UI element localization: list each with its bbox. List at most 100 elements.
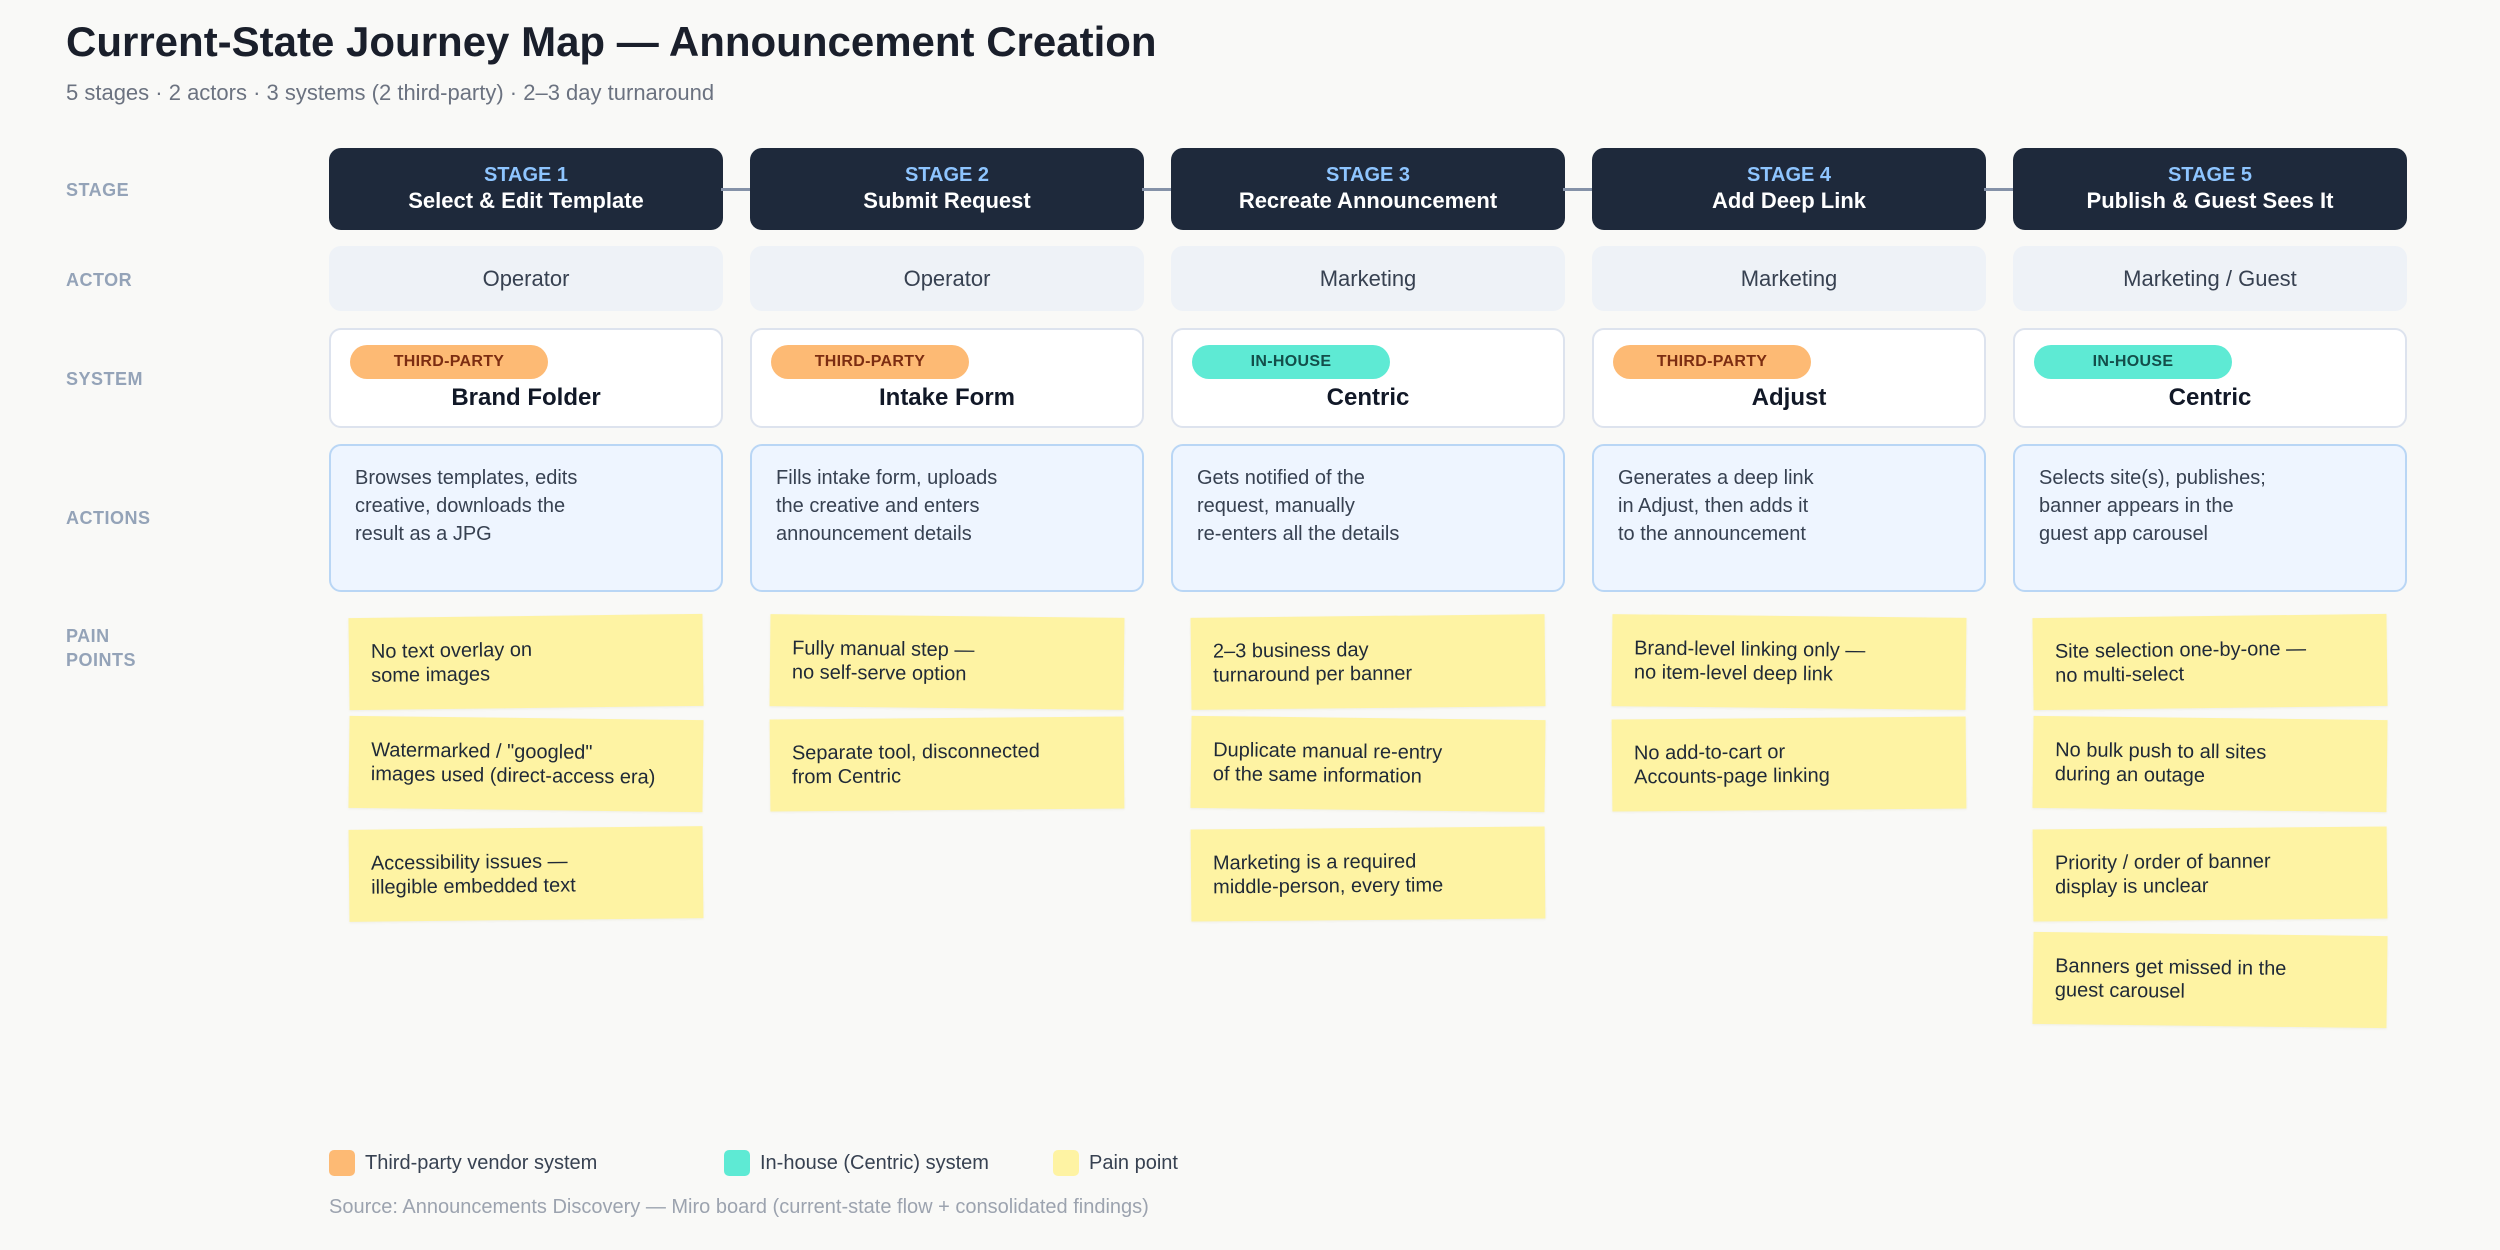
stage-4-name: Add Deep Link xyxy=(1711,188,1866,213)
pain-point-text-line: images used (direct-access era) xyxy=(370,763,656,789)
stage-2-number: STAGE 2 xyxy=(904,164,990,186)
stage-1-actions: Browses templates, edits creative, downlo… xyxy=(329,444,723,592)
action-text-line: in Adjust, then adds it xyxy=(1618,495,1809,517)
stage-5-actor: Marketing / Guest xyxy=(2013,246,2407,311)
legend-swatch-in-house xyxy=(724,1150,750,1176)
third-party-badge: THIRD-PARTY xyxy=(1613,345,1811,379)
stage-3-system-name: Centric xyxy=(1326,384,1410,411)
row-label-pain-points: PAIN POINTS xyxy=(66,624,136,672)
stage-5-system-name: Centric xyxy=(2168,384,2252,411)
pain-point-text-line: some images xyxy=(371,663,491,687)
action-text-line: creative, downloads the xyxy=(355,495,566,517)
stage-1-system: THIRD-PARTY Brand Folder xyxy=(329,328,723,428)
pain-point-text-line: turnaround per banner xyxy=(1213,662,1413,687)
stage-1-actor: Operator xyxy=(329,246,723,311)
row-label-system: SYSTEM xyxy=(66,369,144,389)
pain-point-text-line: Accessibility issues — xyxy=(370,850,568,875)
legend-label-third-party: Third-party vendor system xyxy=(365,1152,598,1174)
action-text-line: guest app carousel xyxy=(2039,523,2209,545)
pain-point-text-line: during an outage xyxy=(2054,763,2206,787)
legend-swatch-pain-point xyxy=(1053,1150,1079,1176)
action-text-line: Browses templates, edits xyxy=(355,467,578,489)
action-text-line: to the announcement xyxy=(1618,523,1806,545)
action-text-line: re-enters all the details xyxy=(1197,523,1400,545)
pain-point-text-line: guest carousel xyxy=(2054,979,2186,1003)
stage-3-actions: Gets notified of the request, manually re-… xyxy=(1171,444,1565,592)
stage-5-actions: Selects site(s), publishes;banner appear… xyxy=(2013,444,2407,592)
stage-4-system-name: Adjust xyxy=(1751,384,1827,411)
page-subtitle: 5 stages · 2 actors · 3 systems (2 third… xyxy=(66,80,715,105)
stage-4-actor: Marketing xyxy=(1592,246,1986,311)
pain-point-text-line: Marketing is a required xyxy=(1212,850,1417,875)
stage-connector xyxy=(721,188,752,191)
stage-4-number: STAGE 4 xyxy=(1746,164,1832,186)
pain-point-note: Accessibility issues —illegible embedded… xyxy=(348,826,704,922)
pain-point-text-line: Priority / order of banner xyxy=(2054,850,2271,875)
stage-3-name: Recreate Announcement xyxy=(1238,188,1498,213)
pain-point-text-line: Fully manual step — xyxy=(792,637,975,662)
pain-point-text-line: no multi-select xyxy=(2055,663,2185,687)
stage-3-number: STAGE 3 xyxy=(1325,164,1411,186)
third-party-badge: THIRD-PARTY xyxy=(350,345,548,379)
pain-point-text-line: of the same information xyxy=(1212,763,1422,788)
pain-point-text-line: Accounts-page linking xyxy=(1634,764,1830,789)
stage-2-system-name: Intake Form xyxy=(878,384,1016,411)
action-text-line: Selects site(s), publishes; xyxy=(2039,467,2266,489)
pain-point-text-line: middle-person, every time xyxy=(1213,874,1444,899)
row-label-actor: ACTOR xyxy=(66,270,133,290)
stage-5-name: Publish & Guest Sees It xyxy=(2086,188,2334,213)
action-text-line: request, manually xyxy=(1197,495,1355,517)
pain-point-text-line: illegible embedded text xyxy=(371,874,576,899)
in-house-badge: IN-HOUSE xyxy=(2034,345,2232,379)
action-text-line: Gets notified of the xyxy=(1197,467,1365,489)
stage-connector xyxy=(1984,188,2015,191)
pain-point-text-line: display is unclear xyxy=(2055,875,2209,899)
pain-point-text-line: Brand-level linking only — xyxy=(1634,637,1866,662)
pain-point-text-line: Separate tool, disconnected xyxy=(791,740,1040,765)
row-label-stage: STAGE xyxy=(66,180,130,200)
legend-swatch-third-party xyxy=(329,1150,355,1176)
stage-5-number: STAGE 5 xyxy=(2167,164,2253,186)
pain-point-text-line: 2–3 business day xyxy=(1212,638,1369,663)
source-note: Source: Announcements Discovery — Miro b… xyxy=(329,1196,1149,1218)
stage-3-actor: Marketing xyxy=(1171,246,1565,311)
row-label-pain-line1: PAIN xyxy=(66,626,110,646)
pain-point-text-line: no item-level deep link xyxy=(1633,661,1833,686)
stage-1-number: STAGE 1 xyxy=(483,164,569,186)
row-label-actions: ACTIONS xyxy=(66,508,151,528)
stage-4-system: THIRD-PARTY Adjust xyxy=(1592,328,1986,428)
stage-3-system: IN-HOUSE Centric xyxy=(1171,328,1565,428)
pain-point-note: Brand-level linking only —no item-level … xyxy=(1611,614,1967,710)
action-text-line: Generates a deep link xyxy=(1618,467,1814,489)
action-text-line: announcement details xyxy=(776,523,972,545)
stage-connector xyxy=(1563,188,1594,191)
pain-point-note: Site selection one-by-one —no multi-sele… xyxy=(2032,613,2388,711)
stage-5-system: IN-HOUSE Centric xyxy=(2013,328,2407,428)
pain-point-note: Fully manual step —no self-serve option xyxy=(769,614,1125,710)
row-label-pain-line2: POINTS xyxy=(66,650,137,670)
stage-1-system-name: Brand Folder xyxy=(451,384,601,411)
pain-point-note: Watermarked / "googled"images used (dire… xyxy=(348,715,704,813)
pain-point-text-line: No add-to-cart or xyxy=(1633,741,1786,765)
stage-2-actor: Operator xyxy=(750,246,1144,311)
pain-point-text-line: no self-serve option xyxy=(791,661,967,686)
page-title: Current-State Journey Map — Announcement… xyxy=(66,18,1157,65)
stage-2-name: Submit Request xyxy=(863,188,1031,213)
pain-point-text-line: from Centric xyxy=(792,765,902,789)
stage-4-actions: Generates a deep link in Adjust, then add… xyxy=(1592,444,1986,592)
in-house-badge: IN-HOUSE xyxy=(1192,345,1390,379)
